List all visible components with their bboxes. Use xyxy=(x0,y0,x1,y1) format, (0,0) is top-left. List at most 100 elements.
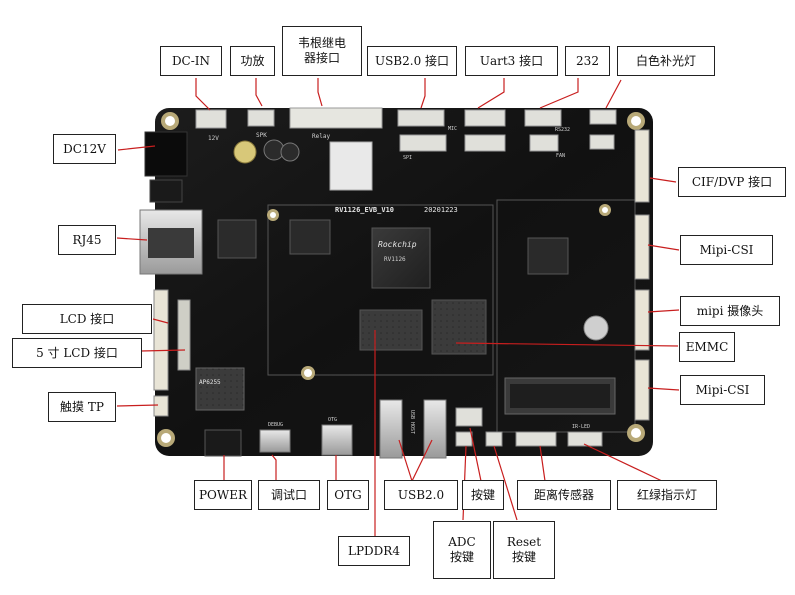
line-reset xyxy=(493,445,518,521)
cif-fpc-connector xyxy=(634,129,650,203)
line-relay xyxy=(317,78,323,107)
power-switch xyxy=(204,429,242,457)
line-mipi-cam xyxy=(647,309,680,313)
usb-host-port-1 xyxy=(379,399,403,459)
mipi-csi2-fpc xyxy=(634,359,650,421)
line-amp xyxy=(255,78,263,107)
label-power: POWER xyxy=(194,480,252,510)
line-rg xyxy=(583,443,663,482)
line-lcd xyxy=(152,318,169,324)
label-white-light: 白色补光灯 xyxy=(617,46,715,76)
dc-jack xyxy=(144,131,188,177)
lcd5-fpc-connector xyxy=(177,299,191,371)
capacitor-1 xyxy=(233,140,257,164)
label-rg-indicator: 红绿指示灯 xyxy=(617,480,717,510)
spi-connector xyxy=(399,134,447,152)
line-key xyxy=(469,427,482,482)
cif-connector-small xyxy=(589,134,615,150)
mipi-csi1-fpc xyxy=(634,214,650,280)
label-usb20-port: USB2.0 接口 xyxy=(367,46,457,76)
label-mipi-csi-2: Mipi-CSI xyxy=(680,375,765,405)
key-button xyxy=(455,407,483,427)
silk-header-relay: Relay xyxy=(312,133,330,140)
lcd-fpc-connector xyxy=(153,289,169,391)
label-distance-sensor: 距离传感器 xyxy=(517,480,611,510)
silk-date: 20201223 xyxy=(424,206,458,214)
label-relay: 韦根继电 器接口 xyxy=(282,26,362,76)
label-rj45: RJ45 xyxy=(58,225,116,255)
silk-port-debug: DEBUG xyxy=(268,422,283,428)
silk-port-usb-host: USB HOST xyxy=(409,410,415,434)
top-connectors xyxy=(195,107,617,152)
emmc-chip xyxy=(431,299,487,355)
line-rj45 xyxy=(116,237,148,241)
wifi-module xyxy=(195,367,245,411)
line-usb20b xyxy=(411,439,433,482)
label-debug-port: 调试口 xyxy=(258,480,320,510)
mipi-cam-fpc xyxy=(634,289,650,351)
line-emmc xyxy=(455,342,679,347)
relay-component xyxy=(329,141,373,191)
line-distance xyxy=(539,445,546,482)
silk-header-spk: SPK xyxy=(256,132,267,139)
ethernet-transformer xyxy=(217,219,257,259)
label-dc-in: DC-IN xyxy=(160,46,222,76)
line-dc-in xyxy=(195,78,211,111)
distance-sensor-connector xyxy=(515,431,557,447)
lpddr4-chip xyxy=(359,309,423,351)
label-mipi-camera: mipi 摄像头 xyxy=(680,296,780,326)
line-white-light xyxy=(605,79,622,109)
line-usb-port xyxy=(420,78,426,109)
relay-connector xyxy=(289,107,383,129)
line-mipi-csi1 xyxy=(647,244,680,251)
mipi-chip xyxy=(527,237,569,275)
label-adc-key: ADC 按键 xyxy=(433,521,491,579)
tp-connector xyxy=(153,395,169,417)
line-debug xyxy=(271,454,277,481)
coin-cell xyxy=(583,315,609,341)
silk-flash: AP6255 xyxy=(199,379,221,386)
rs232-connector xyxy=(524,109,562,127)
capacitor-3 xyxy=(280,142,300,162)
line-cif xyxy=(649,177,677,183)
silk-port-otg: OTG xyxy=(328,417,337,423)
silk-header-fan: FAN xyxy=(556,153,565,159)
uart3b-connector xyxy=(464,134,506,152)
rv1126-soc xyxy=(371,227,431,289)
adc-button xyxy=(455,431,473,447)
audio-jack xyxy=(149,179,183,203)
label-uart3: Uart3 接口 xyxy=(465,46,558,76)
dc-in-connector xyxy=(195,109,227,129)
silk-header-232: RS232 xyxy=(555,127,570,133)
line-dc12v xyxy=(117,145,156,151)
label-reset-key: Reset 按键 xyxy=(493,521,555,579)
spk-connector xyxy=(247,109,275,127)
debug-usb-port xyxy=(259,429,291,453)
silk-chip-brand: Rockchip xyxy=(378,240,417,249)
silk-header-12v: 12V xyxy=(208,135,219,142)
pmic-chip xyxy=(289,219,331,255)
label-touch-tp: 触摸 TP xyxy=(48,392,116,422)
fan-connector xyxy=(529,134,559,152)
label-lpddr4: LPDDR4 xyxy=(338,536,410,566)
label-lcd-5inch: 5 寸 LCD 接口 xyxy=(12,338,142,368)
silk-chip-part: RV1126 xyxy=(384,256,406,263)
usb-host-port-2 xyxy=(423,399,447,459)
otg-usbc-port xyxy=(321,424,353,456)
line-lcd5 xyxy=(140,349,186,352)
line-uart3 xyxy=(477,78,505,109)
usb-mic-connector xyxy=(397,109,445,127)
label-key: 按键 xyxy=(462,480,504,510)
label-amp: 功放 xyxy=(230,46,275,76)
uart3-connector xyxy=(464,109,506,127)
silkscreen-core-outline xyxy=(267,204,494,376)
label-rs232: 232 xyxy=(565,46,610,76)
label-emmc: EMMC xyxy=(679,332,735,362)
label-lcd-port: LCD 接口 xyxy=(22,304,152,334)
white-light-connector xyxy=(589,109,617,125)
silk-header-ir: IR-LED xyxy=(572,424,590,430)
line-usb20 xyxy=(398,439,413,482)
line-touch xyxy=(116,404,159,407)
